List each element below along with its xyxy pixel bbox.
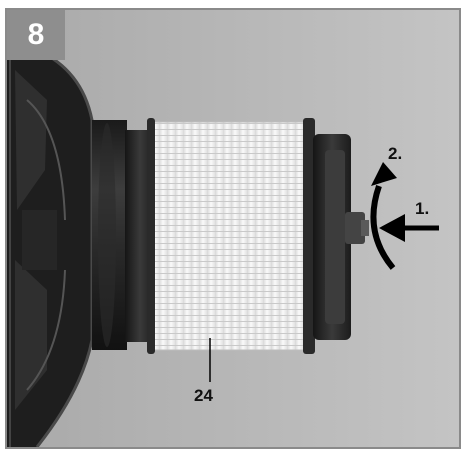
part-number-label: 24 <box>194 386 213 405</box>
figure-frame: 8 24 1. 2. <box>5 8 461 449</box>
step-number-badge: 8 <box>7 10 65 60</box>
filter-cartridge <box>147 118 315 354</box>
curved-arrow-up-icon <box>370 162 397 270</box>
step-1-label: 1. <box>415 199 430 218</box>
filter-photo <box>7 10 459 447</box>
motor-housing <box>7 48 94 447</box>
step-2-label: 2. <box>388 144 403 163</box>
arrow-left-icon <box>379 214 439 242</box>
